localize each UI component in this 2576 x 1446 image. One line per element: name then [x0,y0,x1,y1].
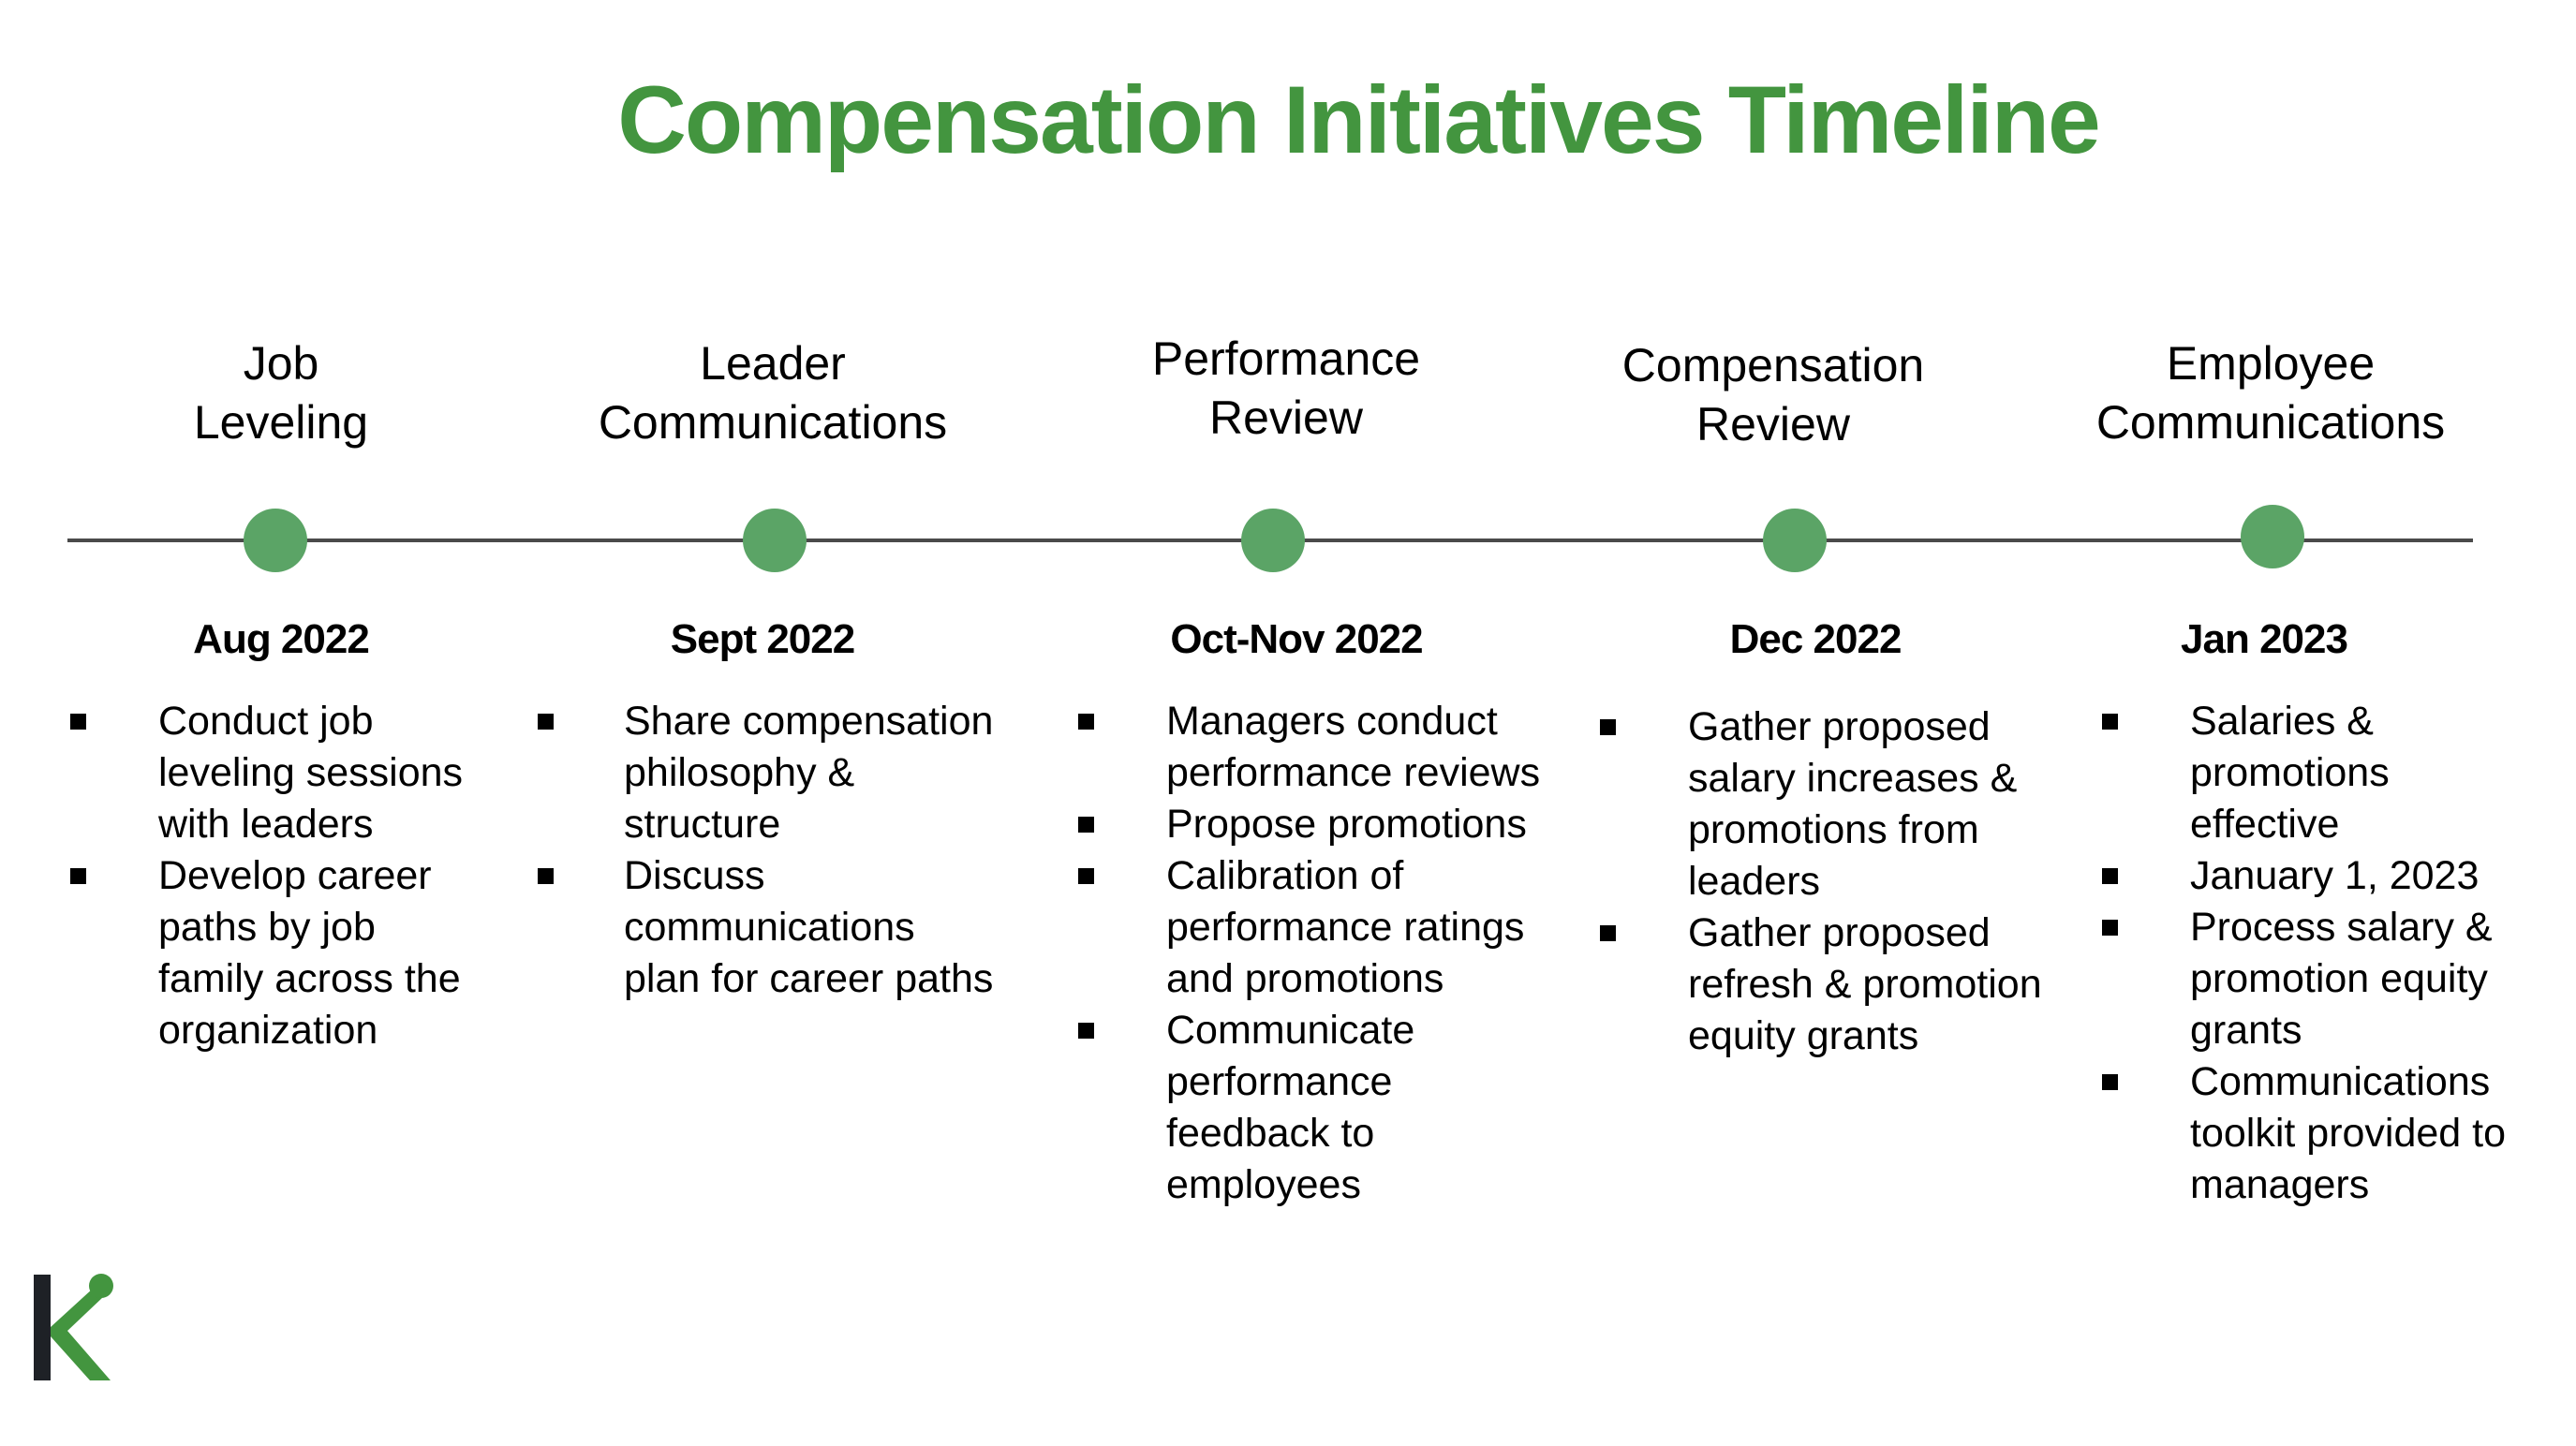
phase-title: Performance Review [1151,332,1421,444]
phase-title: Leader Communications [598,337,948,449]
phase-date: Dec 2022 [1729,616,1902,662]
bullet-item: Propose promotions [1078,799,1540,850]
bullet-item: Calibration of performance ratings and p… [1078,850,1540,1005]
bullet-item: Discuss communications plan for career p… [538,850,993,1005]
phase-date: Sept 2022 [670,616,855,662]
phase-date: Aug 2022 [193,616,370,662]
bullet-item: Gather proposed salary increases & promo… [1600,701,2042,907]
k-logo-icon [34,1269,118,1386]
timeline-node-performance-review [1241,509,1305,572]
bullet-item: Gather proposed refresh & promotion equi… [1600,907,2042,1062]
square-bullet-icon [2102,920,2118,936]
bullet-item: Salaries & promotions effective [2102,696,2506,850]
square-bullet-icon [1078,714,1094,730]
bullet-list-compensation-review: Gather proposed salary increases & promo… [1600,701,2042,1062]
phase-title: Employee Communications [2095,337,2446,449]
bullet-list-job-leveling: Conduct job leveling sessions with leade… [70,696,463,1056]
bullet-item: January 1, 2023 [2102,850,2506,902]
square-bullet-icon [70,714,86,730]
square-bullet-icon [1078,868,1094,884]
phase-date: Oct-Nov 2022 [1170,616,1423,662]
timeline-node-job-leveling [244,509,307,572]
square-bullet-icon [538,868,554,884]
bullet-item: Communicate performance feedback to empl… [1078,1005,1540,1211]
phase-title: Compensation Review [1621,339,1925,450]
bullet-item: Managers conduct performance reviews [1078,696,1540,799]
bullet-list-leader-communications: Share compensation philosophy & structur… [538,696,993,1005]
square-bullet-icon [70,868,86,884]
timeline-node-employee-communications [2241,505,2304,568]
square-bullet-icon [2102,868,2118,884]
bullet-item: Conduct job leveling sessions with leade… [70,696,463,850]
square-bullet-icon [1600,925,1616,941]
square-bullet-icon [2102,714,2118,730]
square-bullet-icon [2102,1074,2118,1090]
bullet-item: Share compensation philosophy & structur… [538,696,993,850]
bullet-list-performance-review: Managers conduct performance reviews Pro… [1078,696,1540,1211]
phase-title: Job Leveling [193,337,369,449]
bullet-item: Communications toolkit provided to manag… [2102,1056,2506,1211]
bullet-list-employee-communications: Salaries & promotions effective January … [2102,696,2506,1211]
timeline-node-leader-communications [743,509,807,572]
page-title: Compensation Initiatives Timeline [617,66,2101,173]
square-bullet-icon [538,714,554,730]
bullet-item: Process salary & promotion equity grants [2102,902,2506,1056]
square-bullet-icon [1600,719,1616,735]
square-bullet-icon [1078,1023,1094,1039]
bullet-item: Develop career paths by job family acros… [70,850,463,1056]
phase-date: Jan 2023 [2181,616,2348,662]
square-bullet-icon [1078,817,1094,833]
timeline-node-compensation-review [1763,509,1827,572]
